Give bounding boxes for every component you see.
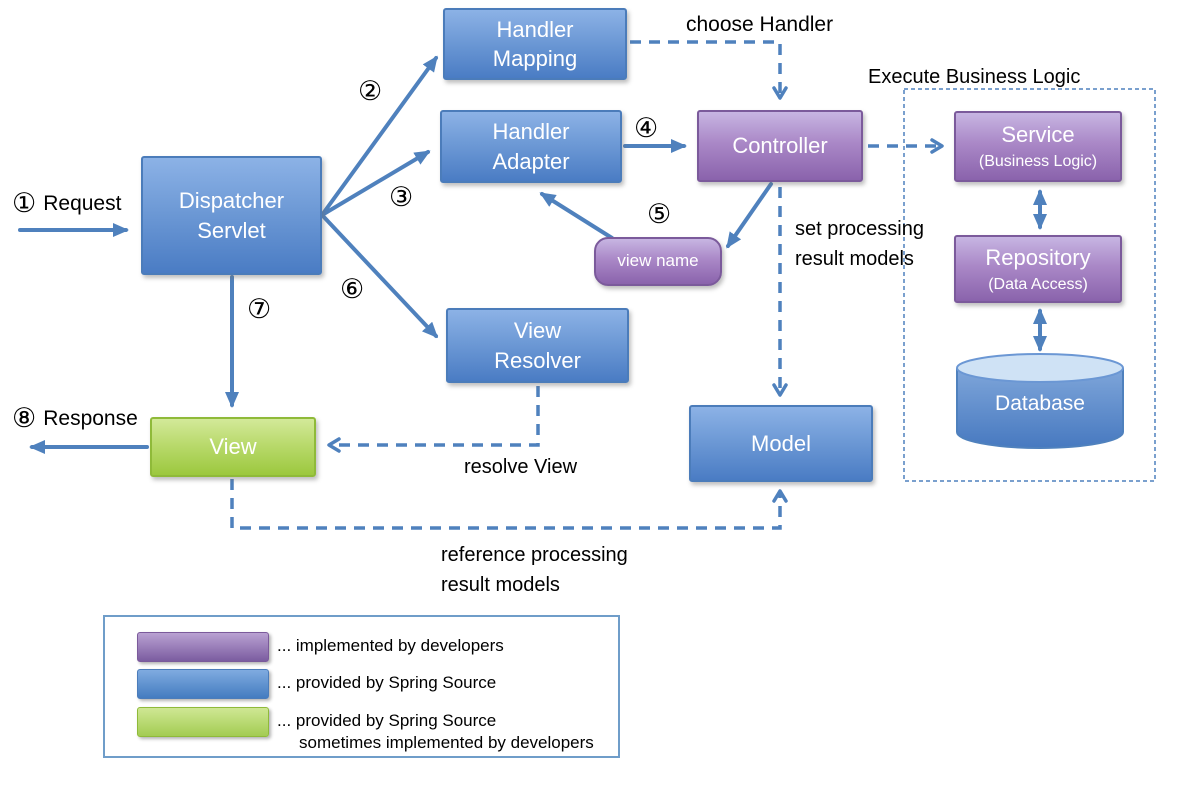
database-label: Database — [995, 392, 1085, 415]
legend-label-developers: ... implemented by developers — [277, 636, 504, 655]
controller-label: Controller — [732, 133, 828, 159]
choose-handler-annotation: choose Handler — [686, 13, 834, 36]
legend-swatch-blue — [137, 669, 269, 699]
step-8-badge: ⑧ — [12, 403, 37, 433]
arrow-controller-to-view-name — [726, 182, 773, 249]
dashed-resolver-to-view — [327, 386, 540, 453]
service-label: Service — [1001, 122, 1075, 148]
node-handler-adapter: Handler Adapter — [440, 110, 622, 183]
repository-label: Repository — [985, 244, 1091, 270]
legend-swatch-purple — [137, 632, 269, 662]
dispatcher-servlet-label: Dispatcher Servlet — [178, 188, 285, 243]
node-repository: Repository (Data Access) — [954, 235, 1122, 303]
legend-box: ... implemented by developers ... provid… — [103, 615, 620, 758]
repository-subtitle: (Data Access) — [988, 275, 1088, 293]
handler-mapping-label: Handler Mapping — [492, 16, 578, 71]
set-processing-annotation: set processing result models — [795, 218, 924, 270]
view-resolver-label: View Resolver — [494, 318, 581, 373]
model-label: Model — [751, 430, 811, 456]
response-text: Response — [43, 406, 138, 430]
step-1-badge: ① — [12, 188, 37, 218]
execute-business-logic-title: Execute Business Logic — [868, 66, 1081, 88]
database-cylinder-icon — [956, 353, 1124, 449]
view-name-label: view name — [617, 251, 699, 271]
legend-label-spring-sometimes: ... provided by Spring Source sometimes … — [277, 710, 594, 754]
step-3-badge: ③ — [389, 182, 414, 212]
node-database: Database — [954, 352, 1126, 450]
request-text: Request — [43, 191, 122, 215]
service-subtitle: (Business Logic) — [978, 153, 1098, 171]
node-handler-mapping: Handler Mapping — [443, 8, 627, 80]
legend-label-spring-sometimes-line2: sometimes implemented by developers — [299, 733, 594, 752]
step-5-badge: ⑤ — [647, 199, 672, 229]
node-service: Service (Business Logic) — [954, 111, 1122, 182]
step-6-badge: ⑥ — [340, 274, 365, 304]
node-view: View — [150, 417, 316, 477]
node-view-name: view name — [594, 237, 722, 286]
node-view-resolver: View Resolver — [446, 308, 629, 383]
dashed-view-to-model — [230, 479, 788, 530]
handler-adapter-label: Handler Adapter — [492, 119, 570, 174]
reference-processing-annotation: reference processing result models — [441, 544, 628, 596]
step-7-badge: ⑦ — [247, 294, 272, 324]
resolve-view-annotation: resolve View — [464, 456, 578, 478]
step-2-badge: ② — [358, 76, 383, 106]
node-model: Model — [689, 405, 873, 482]
legend-label-spring-sometimes-line1: ... provided by Spring Source — [277, 711, 497, 730]
dashed-choose-handler — [630, 40, 788, 100]
arrow-view-name-to-adapter — [539, 192, 614, 240]
response-annotation: ⑧ Response — [12, 405, 138, 432]
node-dispatcher-servlet: Dispatcher Servlet — [141, 156, 322, 275]
legend-label-spring: ... provided by Spring Source — [277, 673, 497, 692]
legend-swatch-green — [137, 707, 269, 737]
node-controller: Controller — [697, 110, 863, 182]
request-annotation: ① Request — [12, 190, 121, 217]
step-4-badge: ④ — [634, 113, 659, 143]
view-label: View — [209, 434, 257, 460]
